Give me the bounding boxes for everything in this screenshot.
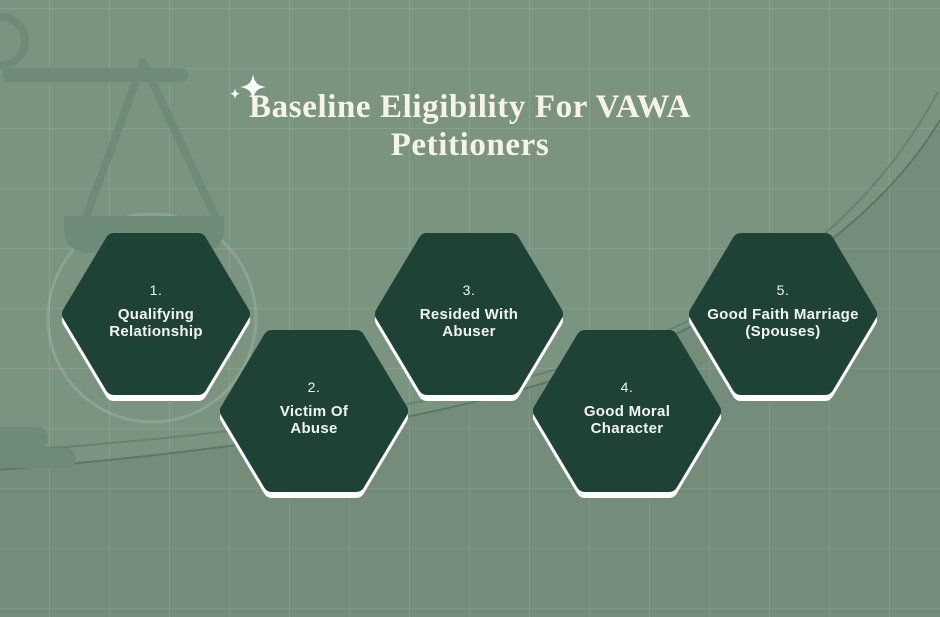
sparkle-icon (230, 74, 266, 100)
step-label-line: Good Faith Marriage (707, 306, 859, 323)
scales-beam (2, 68, 188, 82)
page-title-line1: Baseline Eligibility For VAWA (249, 89, 691, 125)
hexagon-step-5: 5. Good Faith Marriage (Spouses) (689, 233, 877, 403)
step-label: Victim Of Abuse (280, 403, 348, 437)
step-label-line: (Spouses) (745, 323, 821, 340)
step-label-line: Good Moral (583, 403, 671, 420)
book-top (0, 427, 48, 450)
hexagon-shape (62, 233, 250, 401)
step-label-line: Character (590, 420, 664, 437)
hexagon-step-4: 4. Good Moral Character (533, 330, 721, 500)
hexagon-step-1: 1. Qualifying Relationship (62, 233, 250, 403)
step-label-line: Victim Of (279, 403, 349, 420)
faint-circle-decoration (46, 212, 258, 424)
scales-hook-ring (0, 13, 29, 69)
step-label: Qualifying Relationship (109, 306, 203, 340)
scales-strings (81, 58, 221, 224)
step-number: 2. (307, 379, 321, 395)
step-label-line: Resided With (419, 306, 519, 323)
step-label-line: Relationship (109, 323, 203, 340)
step-number: 4. (620, 379, 634, 395)
step-label: Good Faith Marriage (Spouses) (707, 306, 859, 340)
title-block: Baseline Eligibility For VAWA Petitioner… (110, 88, 830, 164)
hexagon-shape (533, 330, 721, 498)
hexagon-shape (375, 233, 563, 401)
page-title-line2: Petitioners (390, 127, 550, 163)
hexagon-shape (220, 330, 408, 498)
step-label-line: Qualifying (117, 306, 195, 323)
hexagon-shape (689, 233, 877, 401)
step-content: 5. Good Faith Marriage (Spouses) (703, 233, 863, 389)
step-label-line: Abuse (290, 420, 338, 437)
step-label: Good Moral Character (584, 403, 670, 437)
step-content: 2. Victim Of Abuse (234, 330, 394, 486)
step-number: 3. (462, 282, 476, 298)
step-content: 3. Resided With Abuser (389, 233, 549, 389)
book-bottom (0, 448, 76, 468)
step-content: 4. Good Moral Character (547, 330, 707, 486)
swoosh-fill (0, 120, 940, 617)
step-number: 1. (149, 282, 163, 298)
step-label: Resided With Abuser (420, 306, 518, 340)
hexagon-step-2: 2. Victim Of Abuse (220, 330, 408, 500)
step-number: 5. (776, 282, 790, 298)
step-content: 1. Qualifying Relationship (76, 233, 236, 389)
step-label-line: Abuser (442, 323, 496, 340)
hexagon-step-3: 3. Resided With Abuser (375, 233, 563, 403)
